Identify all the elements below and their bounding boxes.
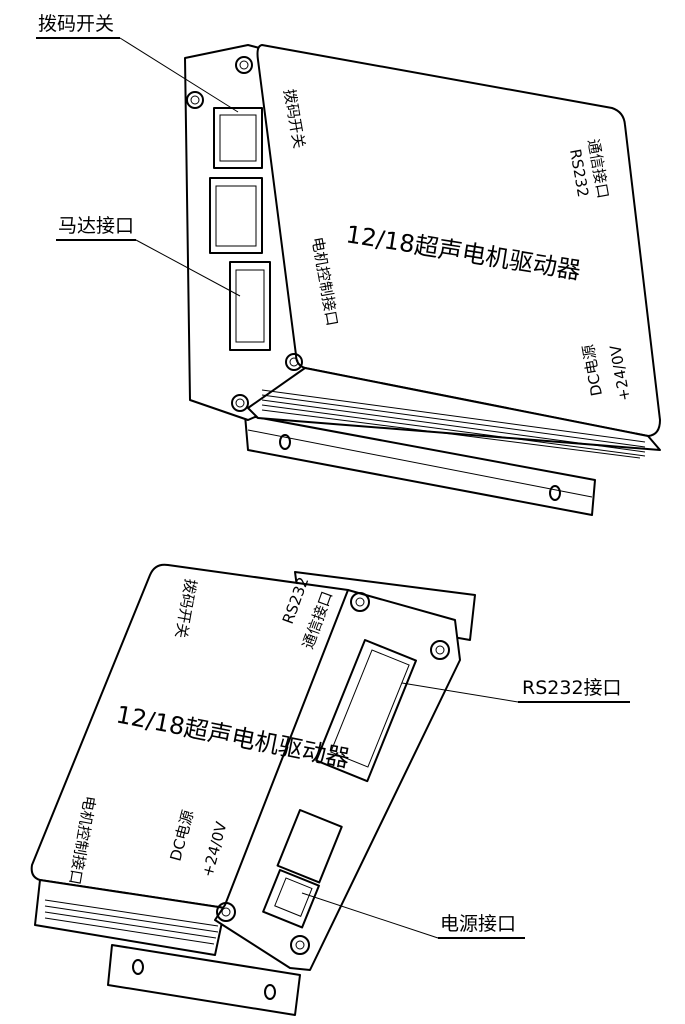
screw-icon (430, 640, 450, 660)
callout-label-motor-interface: 马达接口 (58, 215, 134, 237)
heatsink-fins-lower (44, 899, 219, 945)
power-connector (262, 869, 320, 929)
screw-icon (186, 91, 204, 109)
control-connector (229, 261, 271, 351)
driver-bottom-view: 拨码开关 RS232 通信接口 12/18超声电机驱动器 电机控制接口 DC电源… (30, 563, 476, 1016)
callout-dip-switch: 拨码开关 (36, 13, 239, 113)
dip-switch-connector (213, 107, 263, 169)
callout-label-rs232-interface: RS232接口 (522, 677, 622, 699)
screw-icon (231, 394, 249, 412)
heatsink-fins (261, 389, 646, 459)
flange-hole-lower-right (264, 984, 276, 1000)
screw-icon (290, 935, 310, 955)
rs232-connector (315, 639, 417, 783)
mounting-flange-bottom (107, 944, 301, 1016)
callout-label-power-interface: 电源接口 (440, 913, 516, 935)
aux-connector (276, 809, 343, 884)
driver-top-view: 拨码开关 电机控制接口 12/18超声电机驱动器 RS232 通信接口 DC电源… (184, 44, 661, 516)
mounting-flange-top (244, 414, 596, 516)
motor-connector (209, 177, 263, 254)
body-bottom-face (247, 367, 661, 451)
callout-power-interface: 电源接口 (301, 892, 525, 939)
flange-hole-right (549, 485, 561, 501)
callout-rs232-interface: RS232接口 (401, 677, 630, 703)
flange-hole-lower-left (132, 959, 144, 975)
body-side-lower (34, 879, 226, 956)
screw-icon (216, 902, 236, 922)
flange-hole-left (279, 434, 291, 450)
callout-motor-interface: 马达接口 (56, 215, 241, 297)
screw-icon (285, 353, 303, 371)
screw-icon (350, 592, 370, 612)
screw-icon (235, 56, 253, 74)
callout-label-dip-switch: 拨码开关 (38, 13, 114, 35)
